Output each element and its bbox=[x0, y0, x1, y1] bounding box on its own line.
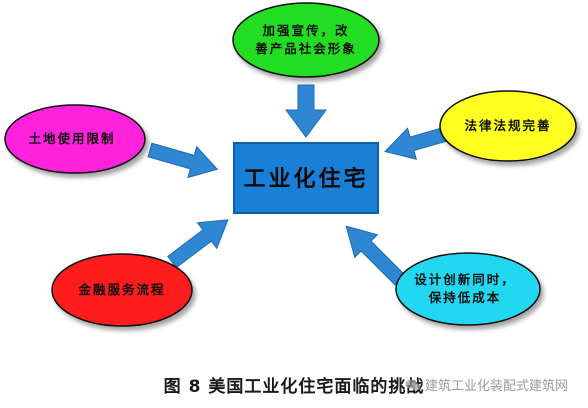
arrow-left bbox=[147, 142, 219, 179]
challenges-diagram: 工业化住宅 加强宣传，改 善产品社会形象 土地使用限制 法律法规完善 金融服务流… bbox=[4, 2, 577, 327]
bubble-left bbox=[4, 104, 146, 174]
bubble-bottom-right bbox=[395, 252, 541, 326]
bubble-right bbox=[439, 90, 577, 162]
bubble-bottom-right-line-2: 保持低成本 bbox=[428, 290, 502, 305]
center-node: 工业化住宅 bbox=[233, 142, 379, 214]
bubble-left-label: 土地使用限制 bbox=[28, 131, 115, 146]
watermark: 建筑工业化装配式建筑网 bbox=[405, 375, 568, 394]
wechat-icon bbox=[405, 379, 421, 391]
center-label: 工业化住宅 bbox=[243, 166, 368, 192]
center-box bbox=[233, 142, 379, 214]
bubble-right-label: 法律法规完善 bbox=[464, 118, 551, 133]
bubble-top bbox=[232, 2, 380, 78]
bubble-bottom-left bbox=[51, 253, 193, 327]
watermark-text: 建筑工业化装配式建筑网 bbox=[425, 379, 569, 394]
arrow-bottom-right bbox=[345, 225, 406, 286]
arrow-bottom-left bbox=[167, 219, 229, 269]
bubble-bottom-left-label: 金融服务流程 bbox=[77, 282, 165, 297]
bubble-top-line-2: 善产品社会形象 bbox=[255, 41, 357, 56]
figure-caption: 图 8 美国工业化住宅面临的挑战 bbox=[163, 376, 425, 397]
arrow-top bbox=[285, 84, 327, 138]
bubble-bottom-right-line-1: 设计创新同时， bbox=[414, 272, 516, 287]
bubble-top-line-1: 加强宣传，改 bbox=[261, 23, 349, 38]
